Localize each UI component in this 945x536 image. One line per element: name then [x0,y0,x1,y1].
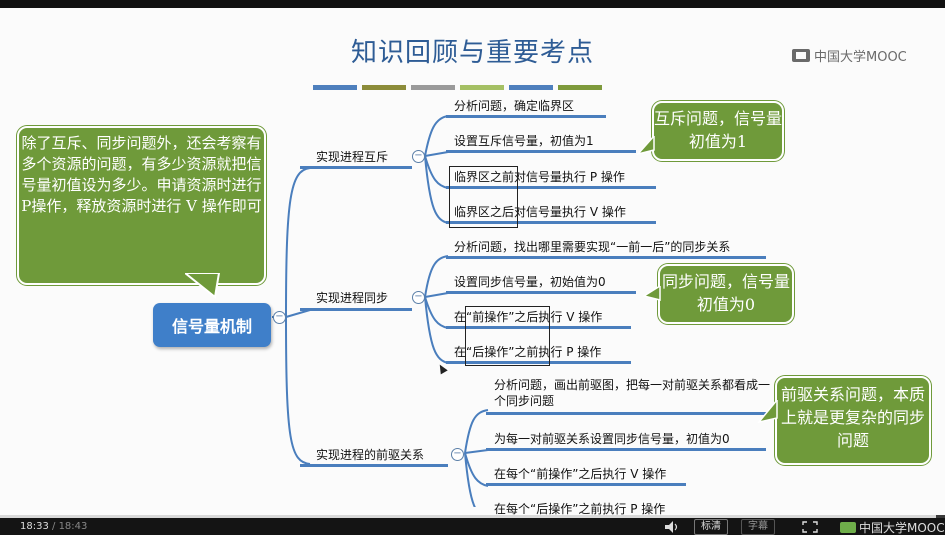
collapse-toggle-icon[interactable]: − [273,311,286,324]
leaf-underline [486,412,766,415]
leaf-mutex-4: 临界区之后对信号量执行 V 操作 [454,205,626,219]
leaf-sync-1: 分析问题，找出哪里需要实现“一前一后”的同步关系 [454,240,731,254]
player-logo-text: 中国大学MOOC [859,521,945,535]
leaf-sync-3: 在“前操作”之后执行 V 操作 [454,310,603,324]
leaf-mutex-1: 分析问题，确定临界区 [454,99,575,113]
note-sync: 同步问题，信号量初值为0 [658,264,794,324]
time-display: 18:33 / 18:43 [20,521,87,532]
slide-title: 知识回顾与重要考点 [350,38,594,68]
branch-precedence[interactable]: 实现进程的前驱关系 [316,448,425,462]
note-tail [757,400,778,424]
collapse-toggle-icon[interactable]: − [451,448,464,461]
highlight-box [449,166,518,228]
branch-sync[interactable]: 实现进程同步 [316,291,389,305]
leaf-underline [446,150,636,153]
leaf-precedence-4: 在每个“后操作”之前执行 P 操作 [494,502,666,516]
leaf-underline [446,291,636,294]
title-stripe [411,85,455,90]
leaf-precedence-1: 分析问题，画出前驱图，把每一对前驱关系都看成一个同步问题 [494,378,771,408]
note-tail [636,136,655,156]
progress-bar[interactable] [0,515,945,518]
highlight-box [465,306,550,366]
branch-underline [300,464,448,467]
window-top-bar [0,0,945,8]
slide-canvas: 知识回顾与重要考点 中国大学MOOC 除了互斥、同步问题外，还会考察有多个资源的… [0,8,945,516]
mooc-logo-text: 中国大学MOOC [814,50,907,65]
note-mutex: 互斥问题，信号量初值为1 [652,101,784,161]
leaf-underline [446,326,631,329]
leaf-precedence-3: 在每个“前操作”之后执行 V 操作 [494,467,667,481]
leaf-sync-2: 设置同步信号量，初始值为0 [454,275,606,289]
volume-icon[interactable] [664,521,678,533]
leaf-underline [446,256,766,259]
branch-underline [300,308,412,311]
mooc-logo: 中国大学MOOC [792,46,907,65]
player-logo: 中国大学MOOC [840,519,945,536]
leaf-precedence-2: 为每一对前驱关系设置同步信号量，初值为0 [494,432,730,446]
video-controls: 18:33 / 18:43 标清 字幕 中国大学MOOC [0,515,945,535]
note-tail [642,286,661,301]
progress-fill [0,515,937,518]
leaf-mutex-2: 设置互斥信号量，初值为1 [454,134,594,148]
leaf-underline [486,448,766,451]
title-stripe [509,85,553,90]
leaf-underline [446,186,656,189]
branch-underline [300,166,412,169]
root-node[interactable]: 信号量机制 [153,303,271,347]
leaf-underline [446,221,656,224]
subtitle-button[interactable]: 字幕 [741,519,775,535]
title-stripe [313,85,357,90]
leaf-underline [486,483,686,486]
leaf-underline [446,361,631,364]
collapse-toggle-icon[interactable]: − [412,291,425,304]
current-time: 18:33 [20,521,49,532]
note-precedence: 前驱关系问题，本质上就是更复杂的同步问题 [775,376,931,465]
note-tail [185,273,221,299]
leaf-sync-4: 在“后操作”之前执行 P 操作 [454,345,602,359]
title-stripe [460,85,504,90]
branch-mutex[interactable]: 实现进程互斥 [316,150,389,164]
title-stripe [362,85,406,90]
duration: / 18:43 [52,521,88,532]
leaf-underline [446,115,606,118]
leaf-mutex-3: 临界区之前对信号量执行 P 操作 [454,170,625,184]
mindmap-connectors [272,115,489,507]
quality-button[interactable]: 标清 [694,519,728,535]
note-multi-resource: 除了互斥、同步问题外，还会考察有多个资源的问题，有多少资源就把信号量初值设为多少… [17,126,266,285]
collapse-toggle-icon[interactable]: − [412,150,425,163]
mooc-book-icon [840,522,856,533]
title-stripe [558,85,602,90]
mooc-book-icon [792,49,810,62]
fullscreen-icon[interactable] [802,521,818,533]
